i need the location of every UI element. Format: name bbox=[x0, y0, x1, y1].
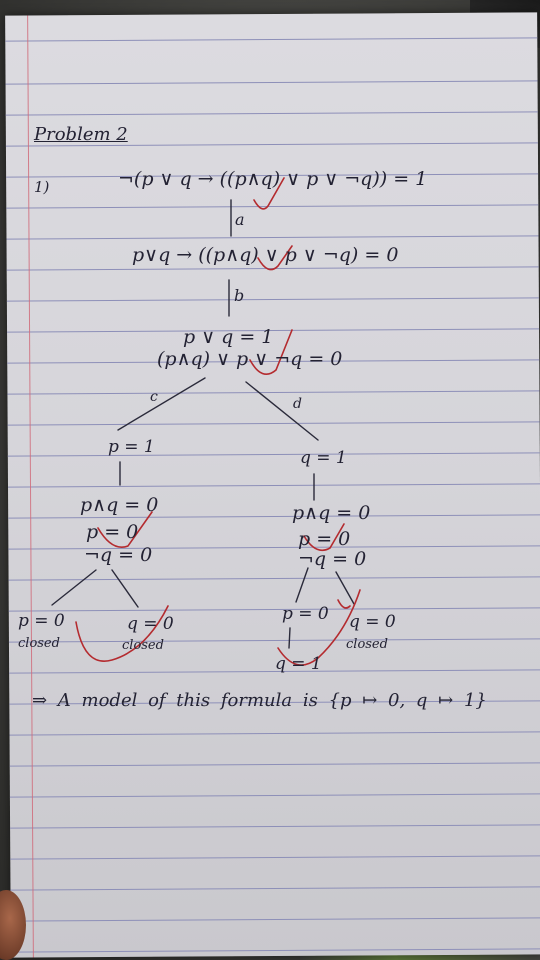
red-check-left bbox=[97, 511, 153, 548]
branch-c-label: c bbox=[150, 389, 158, 405]
edge-left-right bbox=[111, 569, 139, 608]
edge-left-left bbox=[51, 569, 97, 606]
step-a-label: a bbox=[235, 210, 245, 229]
red-check-f2 bbox=[257, 245, 293, 271]
edge-right-left-down bbox=[288, 627, 291, 649]
left-leaf-right-note: closed bbox=[122, 638, 164, 653]
right-branch-line3: ¬q = 0 bbox=[298, 548, 367, 570]
right-leaf-left-extra: q = 1 bbox=[275, 654, 322, 674]
right-leaf-right-note: closed bbox=[346, 637, 388, 652]
edge-d bbox=[245, 381, 319, 441]
branch-d-label: d bbox=[293, 396, 302, 412]
root-formula: ¬(p ∨ q → ((p∧q) ∨ p ∨ ¬q)) = 1 bbox=[118, 168, 428, 190]
edge-c bbox=[117, 377, 206, 431]
left-branch-line2: p = 0 bbox=[86, 521, 139, 543]
formula-after-b-line2: (p∧q) ∨ p ∨ ¬q = 0 bbox=[157, 348, 343, 370]
left-branch-line3: ¬q = 0 bbox=[84, 544, 153, 566]
left-leaf-left: p = 0 bbox=[18, 611, 65, 631]
red-swoop-right bbox=[277, 589, 361, 666]
right-branch-line1: p∧q = 0 bbox=[292, 502, 371, 524]
red-check-right bbox=[303, 523, 345, 552]
right-leaf-right: q = 0 bbox=[349, 612, 396, 632]
red-swoop-left bbox=[75, 605, 169, 662]
edge-right-left bbox=[295, 567, 309, 603]
right-branch-line2: p = 0 bbox=[298, 528, 351, 550]
item-number: 1) bbox=[34, 178, 50, 196]
page-heading: Problem 2 bbox=[34, 124, 128, 145]
formula-after-a: p∨q → ((p∧q) ∨ p ∨ ¬q) = 0 bbox=[132, 244, 399, 266]
formula-after-b-line1: p ∨ q = 1 bbox=[183, 326, 274, 348]
left-branch-first: p = 1 bbox=[108, 437, 155, 457]
left-branch-line1: p∧q = 0 bbox=[80, 494, 159, 516]
right-leaf-left: p = 0 bbox=[282, 604, 329, 624]
conclusion-line: ⇒ A model of this formula is {p ↦ 0, q ↦… bbox=[32, 690, 487, 711]
step-b-label: b bbox=[234, 286, 245, 305]
left-leaf-left-note: closed bbox=[18, 636, 60, 651]
left-leaf-right: q = 0 bbox=[127, 614, 174, 634]
red-check-right-leaf bbox=[337, 599, 351, 609]
edge-right-right bbox=[335, 571, 355, 605]
red-check-top bbox=[253, 177, 285, 210]
red-check-f3 bbox=[249, 329, 293, 376]
right-branch-first: q = 1 bbox=[300, 448, 347, 468]
